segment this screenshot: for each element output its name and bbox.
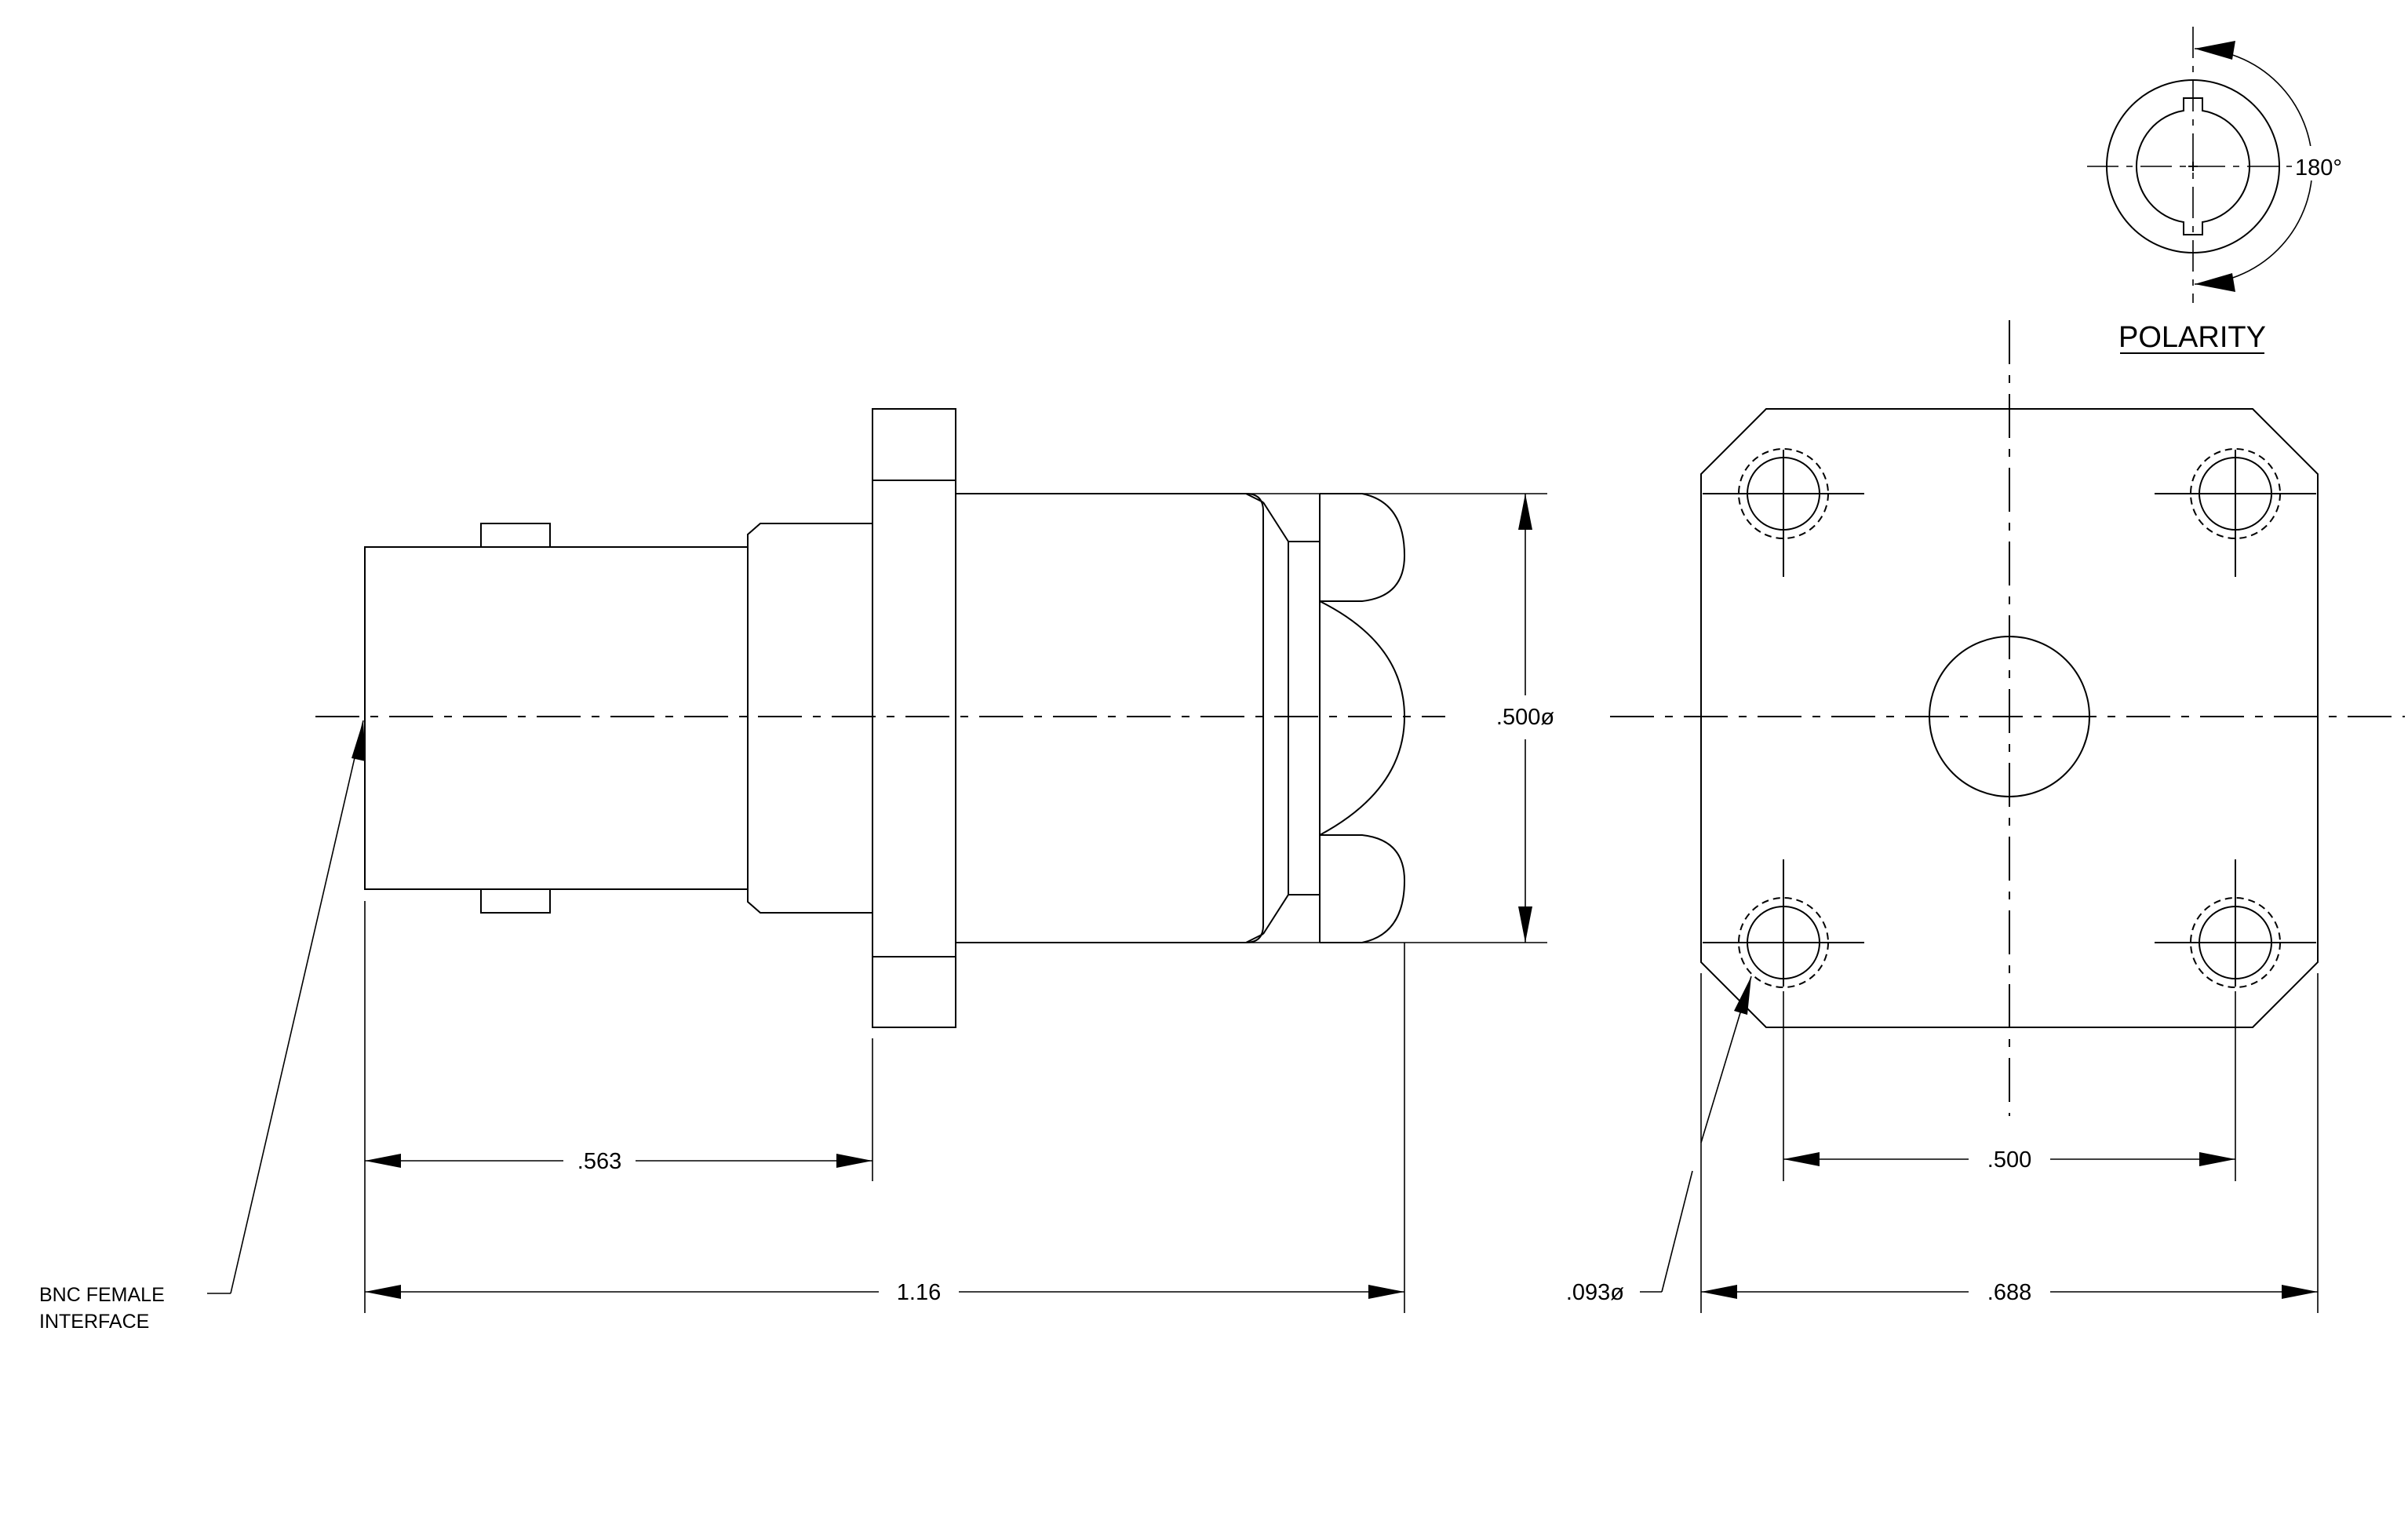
keyed-socket	[2136, 97, 2250, 235]
end-view: .500 .688 .093ø	[1566, 320, 2405, 1313]
collar	[747, 523, 873, 914]
dim-flange-width: .688	[1701, 1280, 2318, 1305]
dim-to-flange: .563	[365, 1149, 872, 1174]
rotation-arrow-bottom	[2195, 273, 2235, 292]
mounting-hole-top-right	[2155, 448, 2316, 577]
dim-hole-spacing: .500	[1783, 1147, 2235, 1173]
polarity-angle-label: 180°	[2295, 155, 2342, 181]
bayonet-pin-top	[480, 523, 551, 548]
dim-diameter: .500ø	[1496, 494, 1554, 943]
bnc-interface-body	[364, 523, 749, 914]
center-contact-bore	[1929, 636, 2090, 797]
angle-label-mask	[2292, 146, 2341, 181]
dim-overall-label: 1.16	[897, 1280, 941, 1305]
contact-end	[1319, 493, 1406, 943]
polarity-outer-circle	[2106, 79, 2280, 254]
dim-to-flange-label: .563	[577, 1149, 621, 1174]
dim-hole-diameter-label: .093ø	[1566, 1280, 1624, 1305]
mounting-hole-bottom-right	[2155, 859, 2316, 988]
hole-diameter-callout: .093ø	[1566, 976, 1752, 1305]
neck	[1288, 541, 1321, 895]
dim-overall: 1.16	[365, 1280, 1404, 1305]
square-flange	[1700, 408, 2319, 1028]
bnc-interface-callout: BNC FEMALE INTERFACE	[39, 720, 366, 1333]
mounting-hole-top-left	[1703, 448, 1864, 577]
body-taper	[1262, 502, 1289, 935]
bayonet-pin-bottom	[480, 888, 551, 914]
polarity-title: POLARITY	[2118, 321, 2266, 354]
mounting-hole-bottom-left	[1703, 859, 1864, 988]
bnc-note-line-2: INTERFACE	[39, 1311, 149, 1333]
dim-flange-width-label: .688	[1987, 1280, 2031, 1305]
dim-hole-spacing-label: .500	[1987, 1147, 2031, 1173]
dim-diameter-label: .500ø	[1496, 705, 1554, 730]
bnc-note-line-1: BNC FEMALE	[39, 1284, 165, 1306]
main-body	[956, 493, 1264, 943]
side-view: .563 1.16 .500ø BNC FEMALE INTERFACE	[39, 408, 1554, 1333]
polarity-view: 180° POLARITY	[2087, 27, 2342, 354]
rotation-arrow-top	[2195, 41, 2235, 60]
flange-side	[872, 408, 956, 1028]
